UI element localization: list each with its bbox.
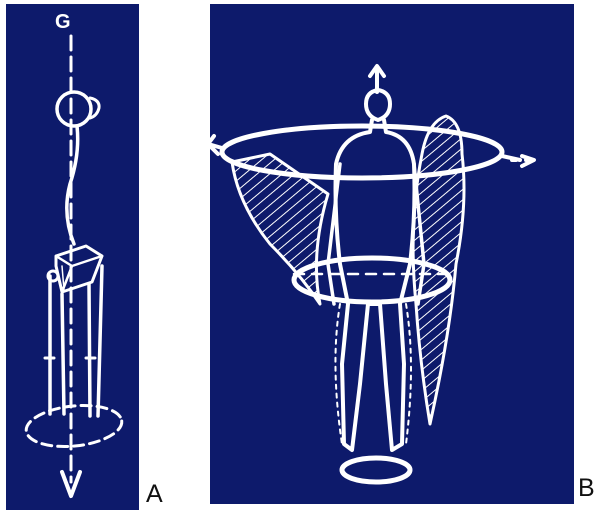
panel-b-diagram [210,4,574,504]
gravity-line-sketch: G [6,4,139,510]
feet-ellipse [342,458,410,482]
head-circle [57,92,91,126]
body-rotation-sketch [210,4,574,504]
figure-body [336,120,415,450]
right-leg [89,266,102,416]
figure-head [366,90,390,120]
leg-shadow-right [406,304,411,444]
up-arrow [370,66,384,92]
support-ellipse [24,401,124,451]
panel-b-label: B [578,476,595,501]
panel-a-diagram: G [6,4,139,510]
panel-a-label: A [146,482,163,507]
pelvis-hatch [62,266,64,290]
left-leg [50,276,64,414]
hip-joint [48,271,58,281]
gravity-label: G [55,11,71,33]
